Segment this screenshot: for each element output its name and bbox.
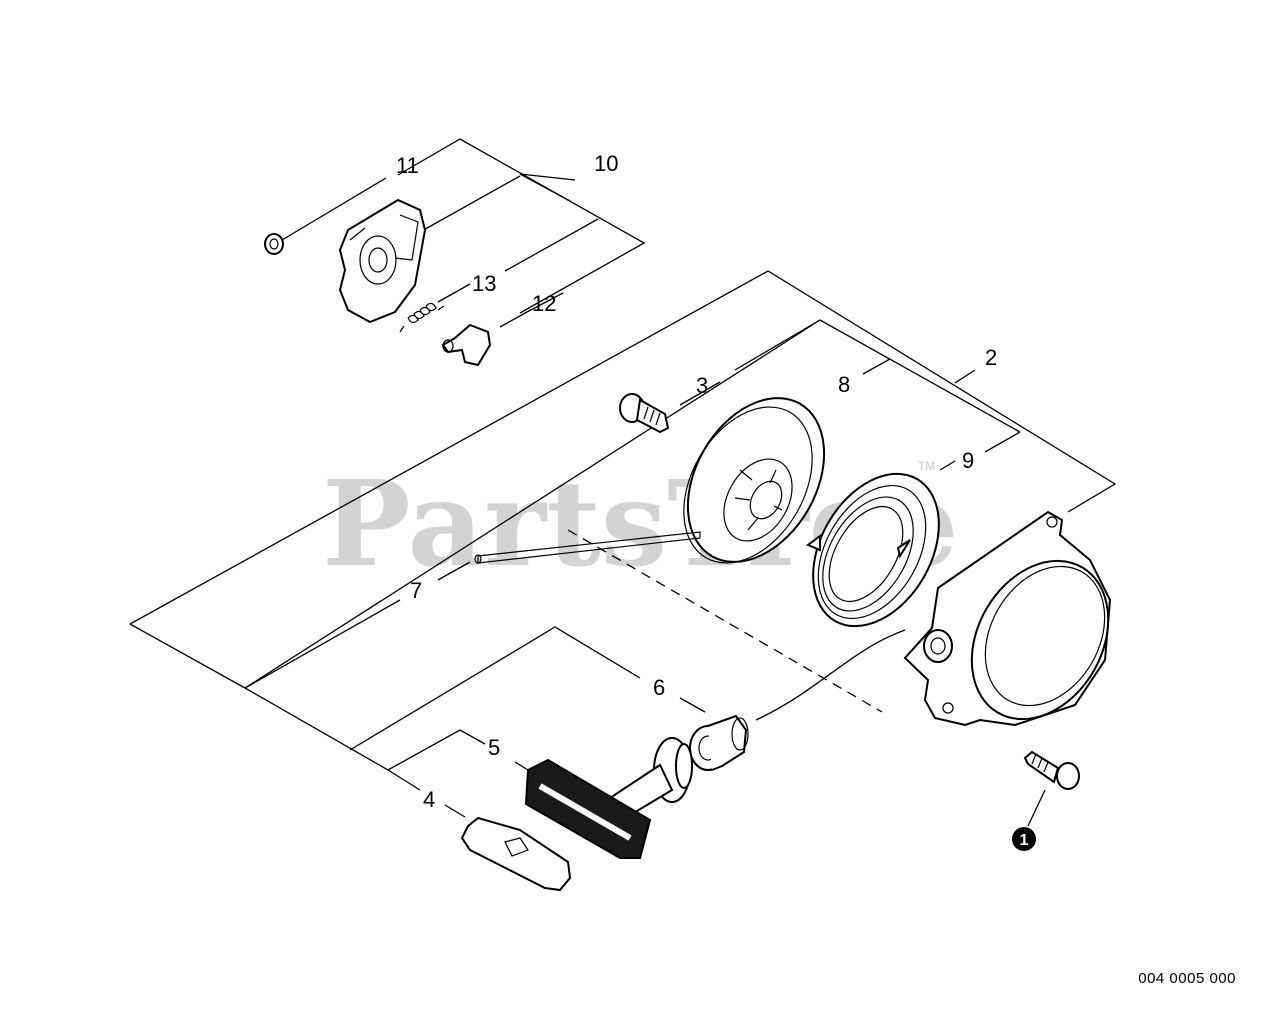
part-bolt	[1023, 750, 1080, 790]
part-reel	[683, 397, 826, 564]
label-11: 11	[396, 153, 419, 178]
label-9: 9	[962, 448, 974, 473]
label-3: 3	[696, 373, 708, 398]
part-recoil-spring	[806, 472, 940, 628]
part-screw	[619, 393, 670, 434]
reference-marker: 1	[1012, 827, 1036, 851]
label-7: 7	[410, 578, 422, 603]
leader-lines	[129, 138, 1117, 827]
part-rope	[474, 531, 701, 564]
callout-labels: 11 10 13 12 2 3 8 9 7 6 5 4	[396, 151, 997, 812]
label-13: 13	[472, 271, 496, 296]
reference-marker-label: 1	[1020, 832, 1029, 849]
part-handle-grip	[524, 737, 693, 859]
label-8: 8	[838, 372, 850, 397]
part-clip	[264, 233, 284, 255]
diagram-code: 004 0005 000	[1138, 970, 1236, 987]
label-12: 12	[532, 291, 556, 316]
part-spring	[399, 302, 445, 333]
label-6: 6	[653, 675, 665, 700]
watermark-trademark: TM	[918, 459, 935, 473]
part-bushing	[689, 714, 749, 771]
label-2: 2	[985, 345, 997, 370]
part-pawl	[441, 323, 492, 367]
label-10: 10	[594, 151, 618, 176]
label-4: 4	[423, 787, 435, 812]
part-grip-cap	[460, 816, 572, 892]
part-starter-housing	[903, 510, 1112, 727]
label-5: 5	[488, 735, 500, 760]
part-pawl-plate	[338, 198, 427, 324]
